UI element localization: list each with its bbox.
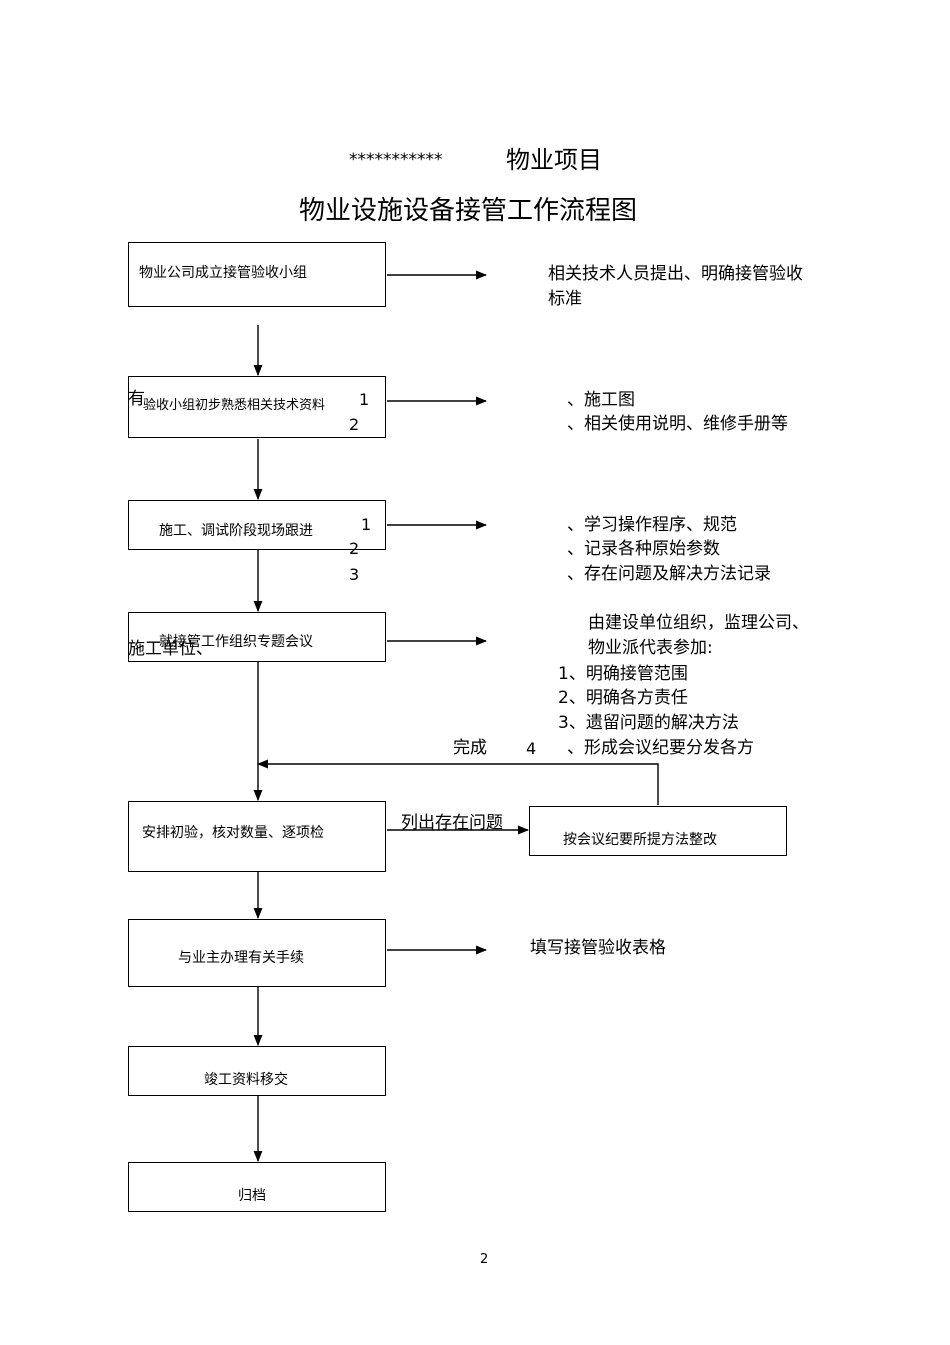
note-site-item2: 、记录各种原始参数 (567, 539, 720, 559)
box-site-follow-label: 施工、调试阶段现场跟进 (159, 523, 313, 539)
box-study-docs-label: 验收小组初步熟悉相关技术资料 (143, 398, 326, 413)
box-form-team: 物业公司成立接管验收小组 (128, 242, 386, 307)
note-meeting-item4: 、形成会议纪要分发各方 (567, 738, 754, 758)
note-docs-item2: 、相关使用说明、维修手册等 (567, 414, 788, 434)
box-meeting: 就接管工作组织专题会议 (128, 612, 386, 662)
note-site-num2: 2 (349, 539, 360, 558)
page-number: 2 (480, 1252, 489, 1267)
box-form-team-label: 物业公司成立接管验收小组 (139, 265, 307, 281)
note-meeting-item3: 3、遗留问题的解决方法 (558, 713, 739, 733)
note-site-item3: 、存在问题及解决方法记录 (567, 564, 771, 584)
feedback-loop (256, 759, 659, 805)
box-initial-check-label: 安排初验，核对数量、逐项检 (142, 825, 324, 841)
note-standards-line1: 相关技术人员提出、明确接管验收 (548, 264, 803, 284)
box-archive-label: 归档 (238, 1188, 266, 1204)
box-docs-handover-label: 竣工资料移交 (204, 1072, 288, 1088)
note-meeting-item1: 1、明确接管范围 (558, 664, 688, 684)
box-rectify: 按会议纪要所提方法整改 (529, 806, 787, 856)
note-site-num3: 3 (349, 565, 360, 584)
box-owner-procedure: 与业主办理有关手续 (128, 919, 386, 987)
box-site-follow: 施工、调试阶段现场跟进 (128, 500, 386, 550)
project-stars: *********** (349, 150, 443, 170)
note-docs-num2: 2 (349, 415, 360, 434)
box-meeting-label: 就接管工作组织专题会议 (159, 634, 313, 650)
project-name: 物业项目 (506, 146, 602, 174)
note-meeting-done: 完成 (453, 738, 487, 758)
box-rectify-label: 按会议纪要所提方法整改 (563, 832, 717, 848)
note-meeting-line1: 由建设单位组织，监理公司、 (588, 613, 809, 633)
note-docs-item1: 、施工图 (567, 390, 635, 410)
page-title: 物业设施设备接管工作流程图 (299, 196, 638, 226)
note-standards-line2: 标准 (548, 289, 582, 309)
note-site-num1: 1 (361, 515, 372, 534)
note-list-issues: 列出存在问题 (401, 813, 503, 833)
box-archive: 归档 (128, 1162, 386, 1212)
note-meeting-item2: 2、明确各方责任 (558, 688, 688, 708)
box-owner-procedure-label: 与业主办理有关手续 (178, 950, 304, 966)
note-docs-prefix: 有 (128, 389, 145, 409)
note-meeting-prefix: 施工单位、 (128, 639, 213, 659)
note-meeting-num4: 4 (526, 739, 537, 758)
box-initial-check: 安排初验，核对数量、逐项检 (128, 801, 386, 872)
note-fill-forms: 填写接管验收表格 (530, 938, 666, 958)
note-meeting-line2: 物业派代表参加: (588, 638, 713, 658)
note-site-item1: 、学习操作程序、规范 (567, 515, 737, 535)
note-docs-num1: 1 (359, 390, 370, 409)
box-study-docs: 验收小组初步熟悉相关技术资料 (128, 376, 386, 438)
box-docs-handover: 竣工资料移交 (128, 1046, 386, 1096)
